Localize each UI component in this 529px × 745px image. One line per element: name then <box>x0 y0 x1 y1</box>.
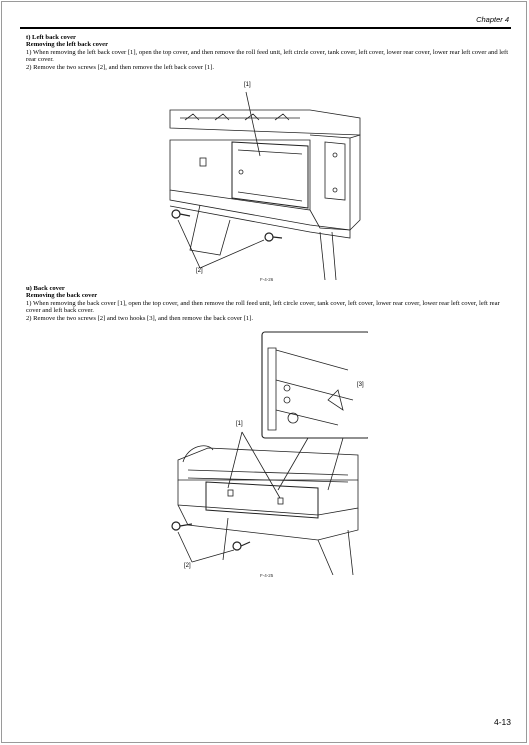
section-u-text: u) Back cover Removing the back cover 1)… <box>26 285 514 322</box>
page-number: 4-13 <box>493 717 511 727</box>
fig2-callout-2: [2] <box>184 563 191 569</box>
back-cover-figure: [1] [2] [3] <box>168 330 368 575</box>
section-t-title: t) Left back cover <box>26 34 76 41</box>
fig2-caption: F-4-25 <box>260 573 274 578</box>
fig2-callout-3: [3] <box>357 382 364 388</box>
fig1-caption: F-4-26 <box>260 277 274 282</box>
chapter-header: Chapter 4 <box>476 15 509 24</box>
fig1-callout-1: [1] <box>244 82 251 88</box>
left-back-cover-figure: [1] [2] <box>160 80 370 280</box>
section-t-step1: 1) When removing the left back cover [1]… <box>26 48 509 64</box>
section-t-step2: 2) Remove the two screws [2], and then r… <box>26 63 215 71</box>
section-u-step1: 1) When removing the back cover [1], ope… <box>26 299 500 315</box>
header-rule <box>20 27 511 29</box>
back-cover-illustration <box>171 331 368 575</box>
section-t-text: t) Left back cover Removing the left bac… <box>26 34 514 71</box>
left-back-cover-illustration <box>169 91 361 280</box>
fig2-callout-1: [1] <box>236 421 243 427</box>
fig1-callout-2: [2] <box>196 268 203 274</box>
section-u-step2: 2) Remove the two screws [2] and two hoo… <box>26 314 254 322</box>
section-t-subtitle: Removing the left back cover <box>26 41 109 49</box>
section-u-title: u) Back cover <box>26 285 65 292</box>
section-u-subtitle: Removing the back cover <box>26 292 98 300</box>
